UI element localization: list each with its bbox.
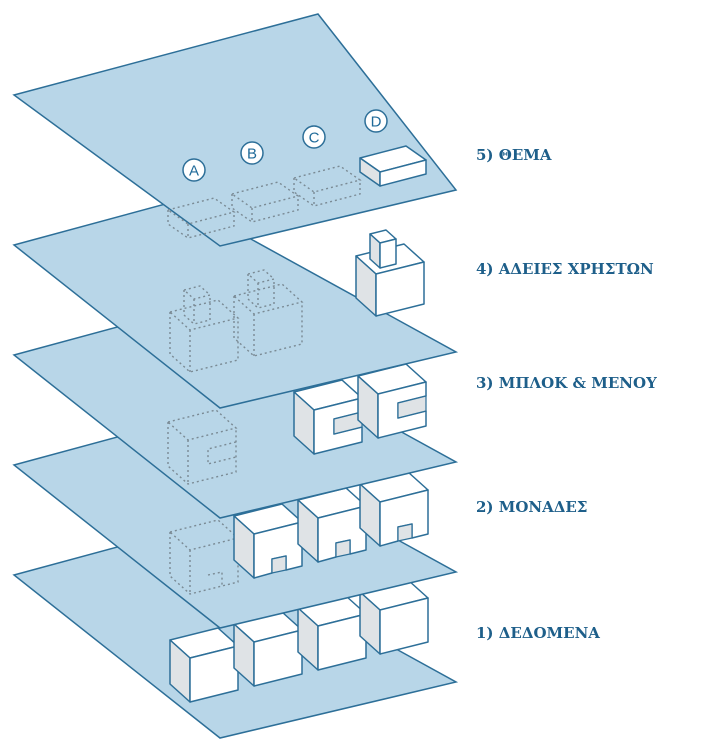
svg-text:B: B	[247, 146, 257, 163]
menu-block	[293, 379, 363, 455]
theme-marker-c: C	[302, 125, 326, 149]
layer-plane	[12, 199, 459, 409]
data-cube	[233, 611, 303, 687]
layer-plane	[12, 13, 458, 247]
label-theme: 5) ΘΕΜΑ	[476, 146, 552, 164]
label-modules: 2) ΜΟΝΑΔΕΣ	[476, 498, 587, 516]
svg-text:C: C	[309, 130, 320, 147]
label-blocks-menus: 3) ΜΠΛΟΚ & ΜΕΝΟΥ	[476, 374, 657, 392]
theme-marker-b: B	[240, 141, 264, 165]
data-cube	[169, 627, 239, 703]
svg-text:D: D	[371, 114, 382, 131]
layer-theme: A B C D	[12, 13, 458, 247]
module-cube	[297, 487, 367, 563]
svg-text:A: A	[189, 163, 199, 180]
theme-marker-a: A	[182, 158, 206, 182]
permission-block	[355, 229, 425, 317]
label-data: 1) ΔΕΔΟΜΕΝΑ	[476, 624, 600, 642]
layer-user-permissions	[12, 199, 459, 409]
module-cube	[233, 503, 303, 579]
theme-marker-d: D	[364, 109, 388, 133]
label-user-permissions: 4) ΑΔΕΙΕΣ ΧΡΗΣΤΩΝ	[476, 260, 654, 278]
menu-block	[357, 363, 427, 439]
